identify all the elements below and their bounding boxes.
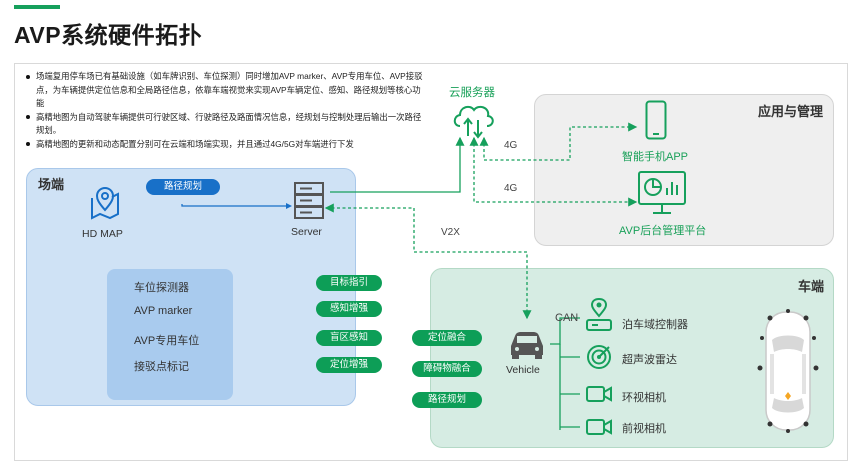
map-pin-icon [91, 186, 119, 220]
component-label: 超声波雷达 [622, 354, 677, 366]
car-top-view-illustration [757, 309, 819, 433]
route-server-line [181, 204, 290, 207]
page-title: AVP系统硬件拓扑 [14, 22, 203, 48]
diagram-frame [14, 63, 848, 461]
sensor-item: AVP专用车位 [134, 335, 200, 347]
site-region-label: 场端 [38, 177, 65, 192]
vehicle-region-label: 车端 [798, 279, 825, 294]
network-4g-label: 4G [504, 140, 518, 151]
bullet-item: 高精地图为自动驾驶车辆提供可行驶区域、行驶路径及路面情况信息，经规划与控制处理后… [24, 111, 424, 138]
can-line [550, 317, 580, 345]
car-icon [511, 332, 543, 359]
management-region-label: 应用与管理 [758, 104, 824, 119]
phone-app-label: 智能手机APP [622, 151, 689, 163]
v2x-label: V2X [441, 227, 460, 238]
vehicle-function-badge: 路径规划 [412, 392, 482, 408]
front-camera-icon [586, 419, 612, 435]
site-function-badge: 感知增强 [316, 301, 382, 317]
sensor-item: 接驳点标记 [134, 361, 189, 373]
monitor-dashboard-icon [638, 171, 686, 214]
component-label: 环视相机 [622, 392, 666, 404]
bullet-item: 场端复用停车场已有基础设施（如车牌识别、车位探测）同时增加AVP marker、… [24, 70, 424, 111]
title-accent-bar [14, 5, 60, 9]
sensor-item: 车位探测器 [134, 282, 189, 294]
domain-controller-icon [586, 297, 612, 331]
platform-label: AVP后台管理平台 [619, 225, 707, 237]
server-icon [294, 182, 324, 219]
v2x-line [324, 203, 532, 320]
bullet-item: 高精地图的更新和动态配置分别可在云端和场端实现，并且通过4G/5G对车端进行下发 [24, 138, 424, 152]
can-label: CAN [555, 312, 579, 324]
sensor-item: AVP marker [134, 305, 193, 317]
bullet-list: 场端复用停车场已有基础设施（如车牌识别、车位探测）同时增加AVP marker、… [24, 70, 424, 152]
component-bus-line [559, 344, 580, 430]
cloud-platform-line [469, 136, 638, 207]
smartphone-icon [645, 100, 667, 140]
site-function-badge: 定位增强 [316, 357, 382, 373]
network-4g-label: 4G [504, 183, 518, 194]
ultrasonic-radar-icon [587, 345, 611, 369]
surround-camera-icon [586, 386, 612, 402]
site-function-badge: 盲区感知 [316, 330, 382, 346]
server-cloud-line [330, 136, 465, 193]
vehicle-function-badge: 定位融合 [412, 330, 482, 346]
hd-map-label: HD MAP [82, 228, 123, 240]
route-server-arrow [286, 203, 292, 209]
route-planning-badge: 路径规划 [146, 179, 220, 195]
vehicle-label: Vehicle [506, 364, 540, 376]
server-label: Server [291, 226, 322, 238]
site-function-badge: 目标指引 [316, 275, 382, 291]
component-label: 泊车域控制器 [622, 319, 688, 331]
vehicle-function-badge: 障碍物融合 [412, 361, 482, 377]
cloud-server-icon [453, 105, 494, 139]
site-sensor-panel [107, 269, 233, 400]
cloud-server-label: 云服务器 [449, 87, 495, 99]
component-label: 前视相机 [622, 423, 666, 435]
